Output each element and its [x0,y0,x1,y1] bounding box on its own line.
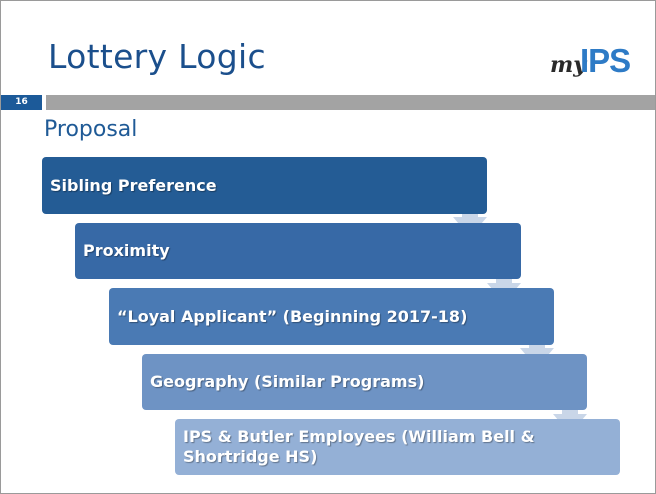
step-proximity: Proximity [75,223,521,279]
divider-bar [46,95,655,110]
down-arrow-icon [553,396,587,434]
step-sibling-preference: Sibling Preference [42,157,487,214]
down-arrow-icon [453,199,487,237]
step-employees: IPS & Butler Employees (William Bell & S… [175,419,620,475]
slide-number-bar [1,95,42,110]
slide-number: 16 [15,97,28,107]
step-geography: Geography (Similar Programs) [142,354,587,410]
step-loyal-applicant: “Loyal Applicant” (Beginning 2017-18) [109,288,554,345]
step-label: IPS & Butler Employees (William Bell & S… [183,427,535,466]
logo-brand: IPS [580,42,631,79]
step-label: Sibling Preference [50,175,217,195]
step-label: Geography (Similar Programs) [150,372,425,391]
step-label: Proximity [83,241,170,260]
step-label: “Loyal Applicant” (Beginning 2017-18) [117,306,468,326]
down-arrow-icon [487,265,521,303]
slide-title: Lottery Logic [48,37,266,76]
logo-prefix: my [550,52,587,78]
myips-logo: my IPS [550,42,645,82]
down-arrow-icon [520,330,554,368]
section-heading: Proposal [44,117,138,142]
